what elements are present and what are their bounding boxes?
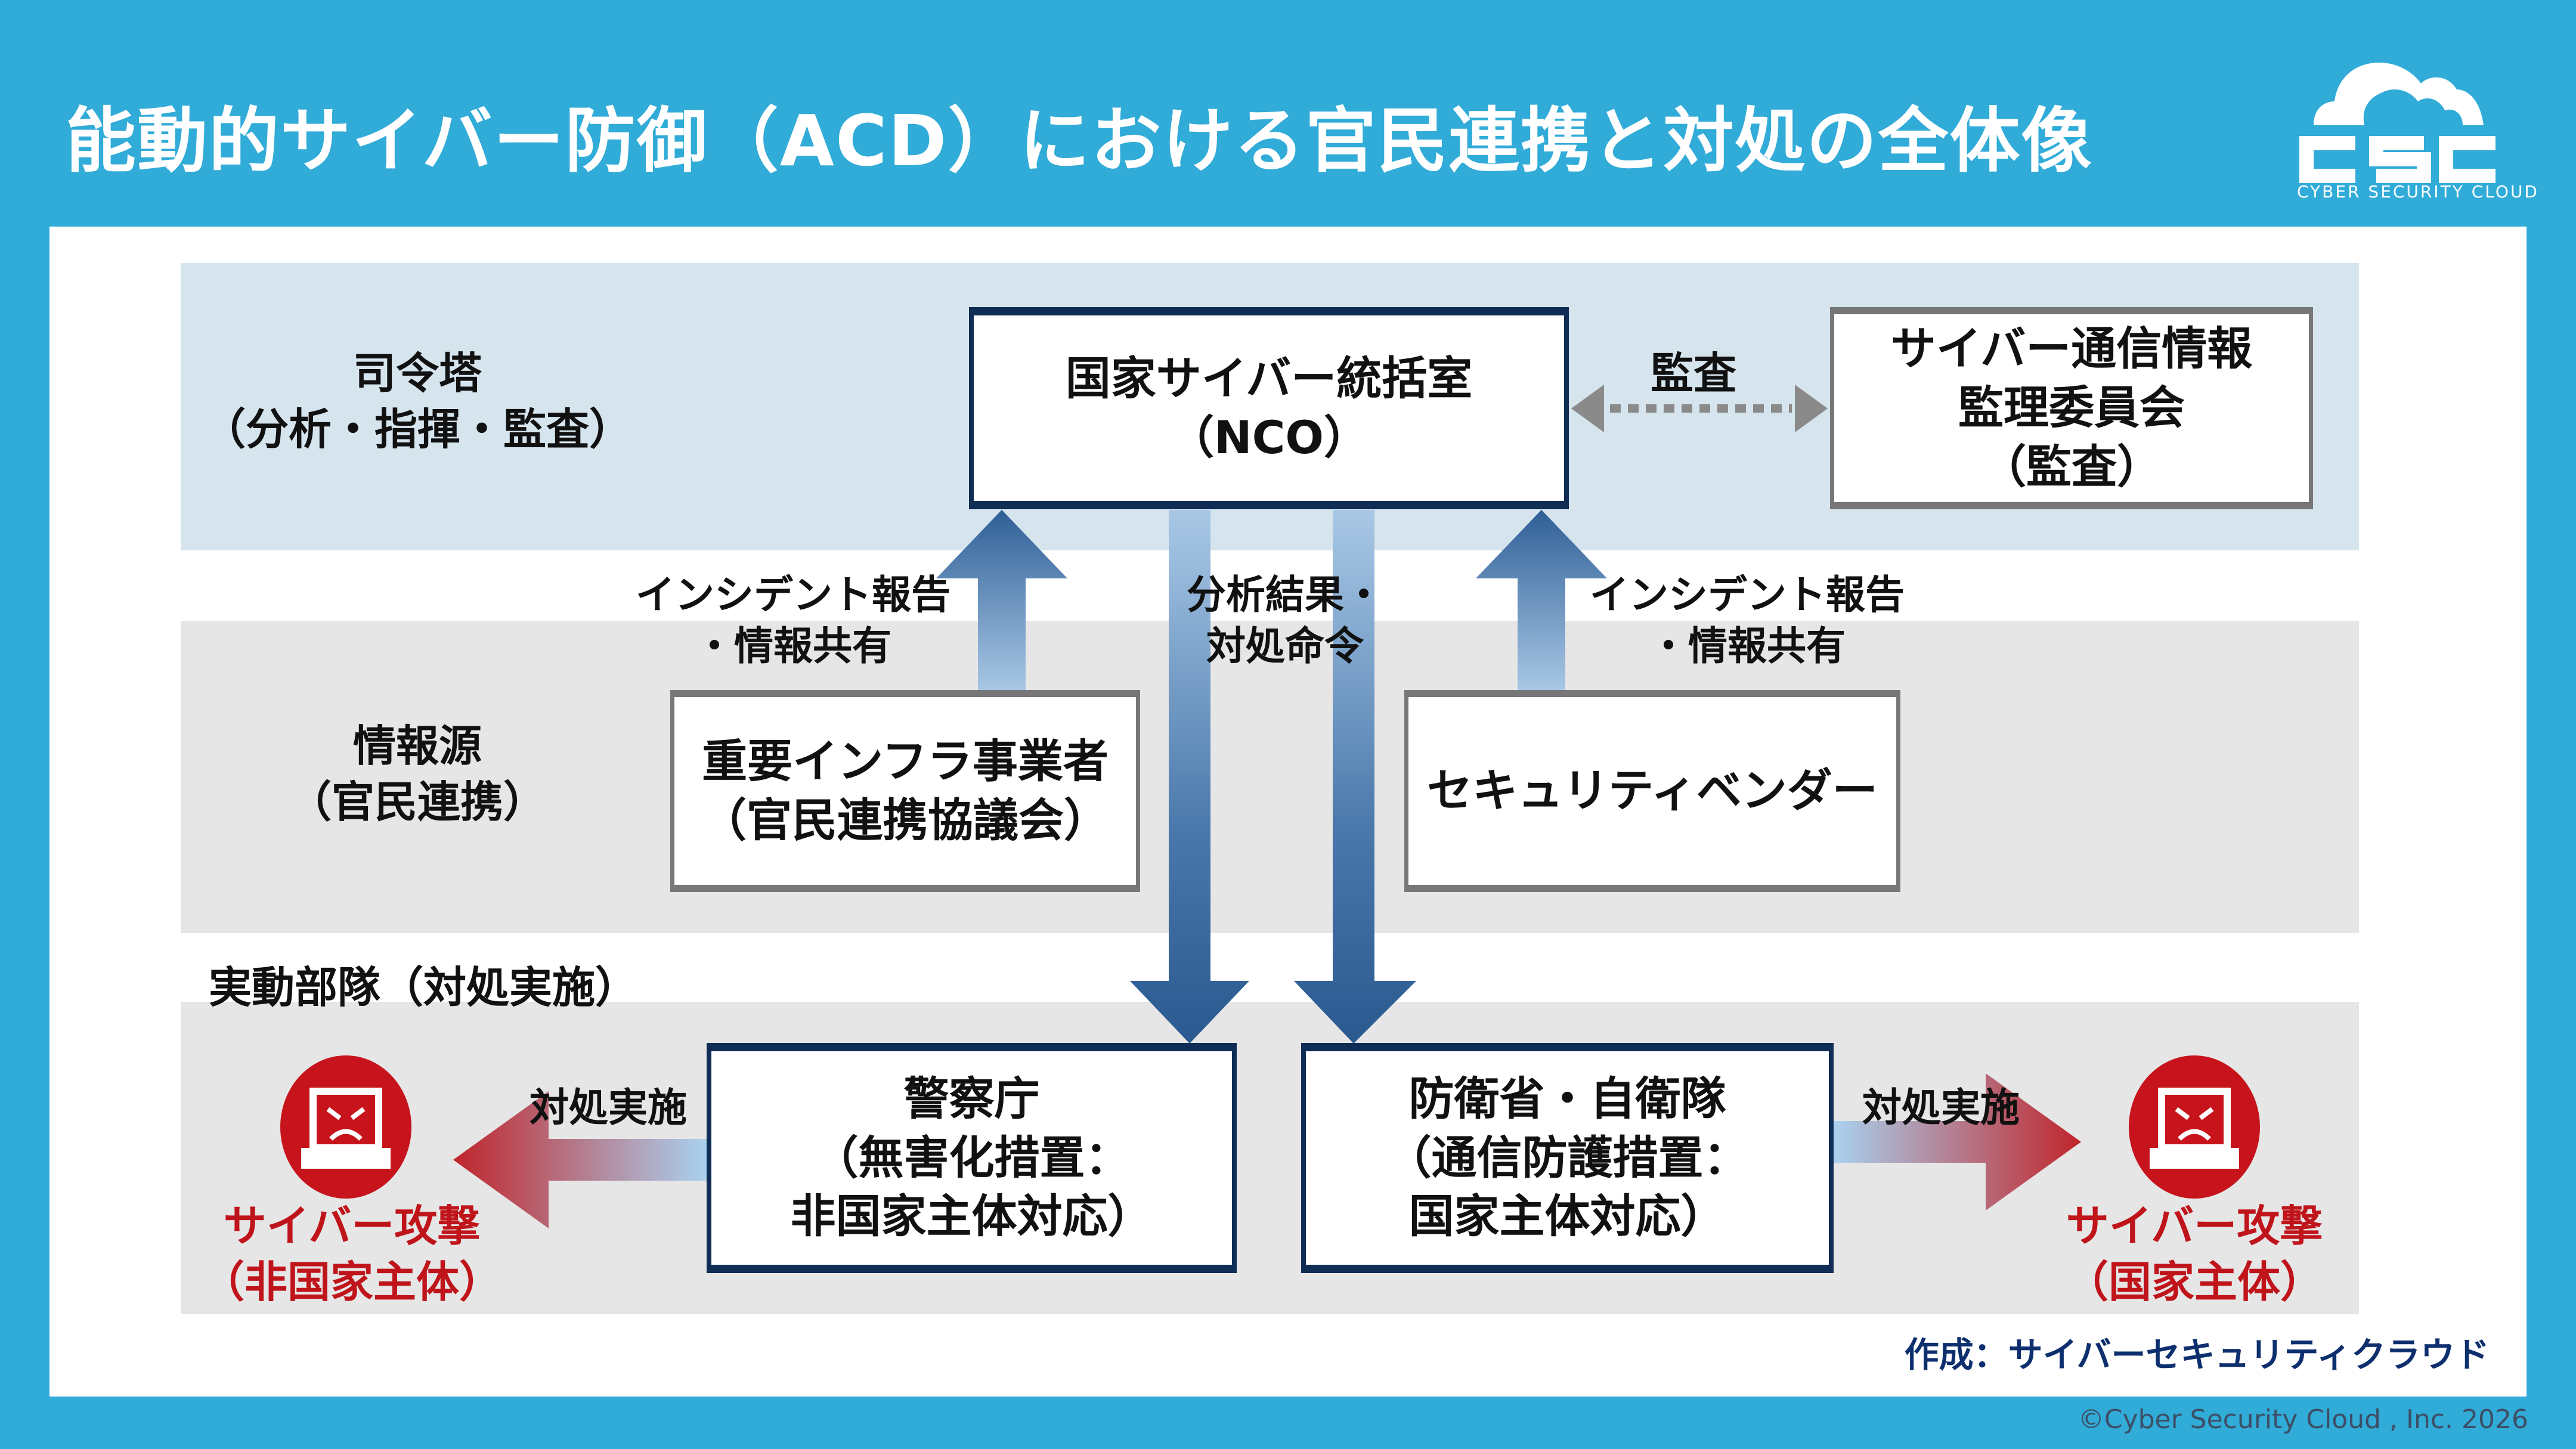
orders-arrow-mod: [1294, 510, 1416, 1044]
node-committee: サイバー通信情報 監理委員会 （監査）: [1830, 307, 2313, 509]
node-mod: 防衛省・自衛隊 （通信防護措置： 国家主体対応）: [1301, 1043, 1834, 1273]
orders-arrow-police: [1130, 510, 1249, 1044]
laptop-angry-icon: [2150, 1088, 2239, 1169]
cloud-icon: [2314, 63, 2484, 125]
node-vendor: セキュリティベンダー: [1404, 690, 1900, 892]
logo-wordmark: CYBER SECURITY CLOUD: [2297, 182, 2539, 202]
copyright-text: ©Cyber Security Cloud , Inc. 2026: [2077, 1404, 2528, 1435]
edge-label-orders: 分析結果・ 対処命令: [1187, 572, 1383, 669]
attack-non-state-label: サイバー攻撃 （非国家主体）: [201, 1201, 502, 1307]
logo: [2299, 63, 2496, 183]
edge-label-police-action: 対処実施: [530, 1085, 687, 1131]
node-police: 警察庁 （無害化措置： 非国家主体対応）: [707, 1043, 1237, 1273]
edge-label-infra-report: インシデント報告 ・情報共有: [636, 572, 950, 669]
page-title: 能動的サイバー防御（ACD）における官民連携と対処の全体像: [66, 100, 2093, 182]
edge-label-audit: 監査: [1650, 348, 1736, 398]
row-label-sources: 情報源 （官民連携）: [288, 721, 546, 827]
infra-report-arrow: [936, 510, 1067, 692]
sources-row: [181, 621, 2359, 933]
csc-lettermark: [2299, 136, 2496, 183]
edge-label-mod-action: 対処実施: [1862, 1085, 2020, 1131]
row-label-operations: 実動部隊（対処実施）: [209, 962, 639, 1013]
attack-state-label: サイバー攻撃 （国家主体）: [2065, 1201, 2323, 1307]
police-action-arrow: [453, 1091, 707, 1228]
audit-arrow: [1571, 385, 1828, 432]
credit-text: 作成：サイバーセキュリティクラウド: [1904, 1335, 2490, 1375]
attack-non-state-icon: [280, 1055, 411, 1199]
mod-action-arrow: [1834, 1073, 2081, 1210]
row-label-command: 司令塔 （分析・指揮・監査）: [202, 348, 632, 454]
edge-label-vendor-report: インシデント報告 ・情報共有: [1590, 572, 1905, 669]
vendor-report-arrow: [1476, 510, 1607, 692]
laptop-angry-icon: [301, 1088, 391, 1169]
node-infra: 重要インフラ事業者 （官民連携協議会）: [670, 690, 1140, 892]
attack-state-icon: [2129, 1055, 2260, 1199]
node-nco: 国家サイバー統括室 （NCO）: [969, 307, 1569, 509]
